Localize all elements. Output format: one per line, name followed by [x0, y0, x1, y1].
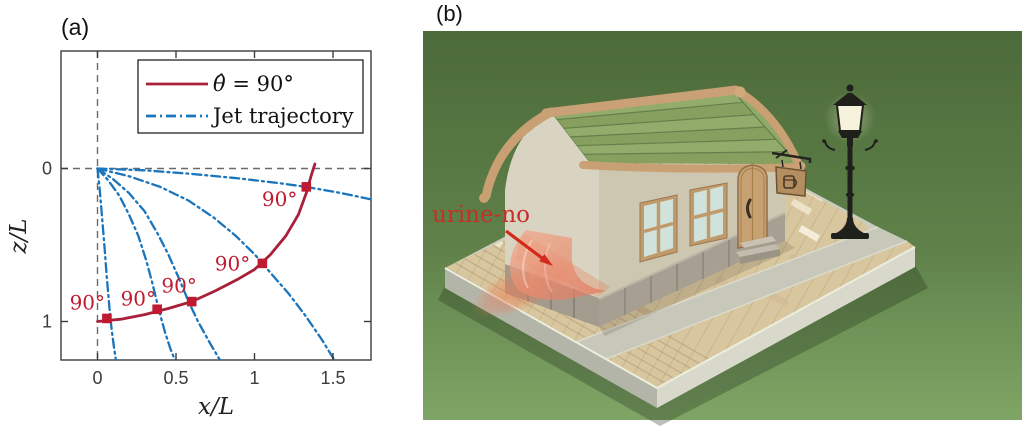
roof — [479, 85, 806, 203]
window-mullion-h — [693, 208, 724, 220]
trim-curl-left — [479, 193, 489, 203]
tavern-sign — [771, 149, 812, 197]
lamp-base-plate — [838, 131, 862, 138]
window-right — [689, 182, 728, 247]
angle-annotation: 90° — [215, 251, 250, 275]
jet-trajectory-curve — [96, 167, 222, 360]
trim-curl-ridge — [734, 86, 746, 98]
door-steps — [736, 236, 780, 264]
x-tick-label: 0 — [92, 368, 102, 388]
step-top — [740, 236, 776, 248]
ninety-degree-marker — [152, 304, 162, 315]
lamp-pole — [847, 146, 853, 222]
x-tick-label: 1 — [249, 368, 259, 388]
angle-annotation: 90° — [70, 290, 105, 314]
deflector-sheen — [544, 242, 553, 293]
sign-board — [775, 166, 807, 197]
legend-entry-jet: Jet trajectory — [211, 104, 354, 128]
window-mullion-h — [643, 221, 674, 234]
shingle-rows — [550, 90, 798, 164]
jet-trajectory-curve — [96, 167, 371, 201]
y-tick-label: 0 — [42, 159, 52, 179]
lamp-arm-ball — [874, 139, 878, 143]
ninety-degree-marker — [186, 296, 197, 307]
window-left — [639, 194, 678, 263]
lamp-glass — [835, 104, 865, 132]
brick — [798, 225, 821, 242]
step-top — [736, 244, 780, 257]
annotation-text: urine-no — [432, 202, 530, 228]
gable-trim-left — [481, 107, 556, 201]
lamp-base-flare — [834, 218, 866, 234]
brick — [790, 198, 813, 216]
jet-trajectory-curve — [96, 167, 118, 360]
jet-trajectory-curve — [96, 167, 336, 360]
door — [737, 164, 768, 249]
y-axis-label: z/L — [6, 218, 32, 254]
street-lamp — [822, 84, 878, 239]
road — [576, 227, 907, 359]
y-tick-label: 1 — [42, 312, 52, 332]
shingle-row — [582, 151, 798, 164]
angle-annotation: 90° — [121, 287, 156, 311]
x-tick-label: 0.5 — [163, 368, 188, 388]
door-handle — [746, 198, 752, 219]
angle-annotations: 90°90°90°90°90° — [70, 187, 298, 314]
sign-bracket-brace — [775, 149, 788, 159]
x-axis-label: x/L — [198, 394, 234, 420]
brick-joint — [445, 141, 915, 388]
platform-shadow — [438, 265, 928, 426]
sign-bracket — [771, 151, 812, 163]
annotation-arrow-shaft — [505, 229, 543, 260]
lamp-plinth — [831, 233, 869, 239]
deflector-sheet — [510, 230, 606, 300]
jet-trajectory-curve — [96, 167, 177, 360]
lamp-pole-ring — [845, 166, 855, 170]
panel-b-label: (b) — [436, 1, 463, 26]
tavern-render: urine-no — [420, 31, 1022, 431]
brick-cross-joint — [420, 278, 423, 431]
envelope-curve — [96, 162, 317, 323]
eave-trim — [579, 161, 804, 173]
ridge-beam — [541, 85, 741, 118]
legend: θ̂ = 90° Jet trajectory — [137, 59, 364, 134]
annotation-arrow-head — [539, 254, 553, 266]
brick — [767, 290, 790, 308]
panel-b: (b) — [420, 0, 1024, 431]
brick-edge-strip — [606, 241, 915, 388]
splash-deflector — [471, 230, 610, 318]
step-front — [740, 249, 780, 264]
lamp-cap — [833, 93, 867, 105]
ninety-degree-marker — [301, 182, 312, 192]
brick-joint — [445, 141, 915, 388]
sign-link — [799, 161, 802, 170]
road-edge-far — [575, 226, 879, 343]
platform-side-right — [657, 247, 915, 408]
sign-link — [781, 159, 784, 168]
panel-a-label: (a) — [61, 14, 90, 40]
annotation: urine-no — [432, 202, 553, 266]
angle-annotation: 90° — [262, 187, 297, 211]
lamp-finial — [846, 84, 854, 92]
curves-group — [96, 162, 371, 360]
legend-entry-envelope: θ̂ = 90° — [213, 72, 294, 96]
deflector-sheen — [522, 239, 533, 289]
lamp-arm-ball — [822, 139, 826, 143]
legend-box — [137, 59, 364, 134]
axis-ticks: 0 0.5 1 1.5 0 1 — [42, 51, 371, 388]
angle-annotation: 90° — [161, 274, 196, 298]
beer-mug-icon — [783, 175, 798, 189]
ninety-degree-marker — [257, 258, 268, 269]
house-ground-shadow — [599, 241, 795, 336]
ninety-degree-marker — [102, 313, 112, 324]
x-tick-label: 1.5 — [320, 368, 345, 388]
tavern-house — [479, 85, 812, 336]
road-edge-near — [605, 240, 908, 360]
lamp-pole-ring — [846, 193, 854, 197]
lamp-neck — [847, 138, 853, 146]
